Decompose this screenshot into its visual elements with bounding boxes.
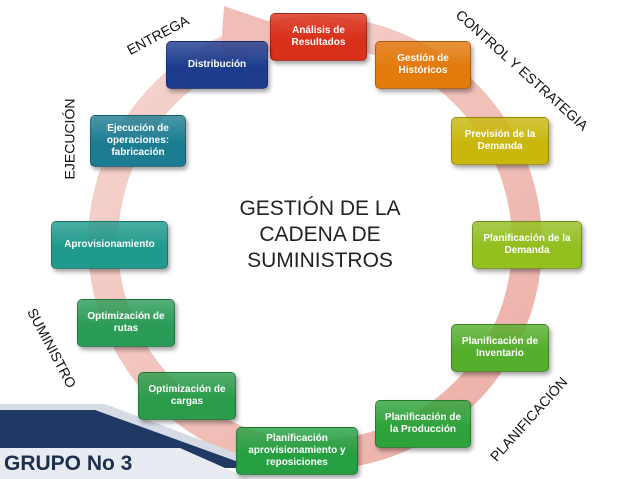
step-label: Planificación aprovisionamiento y reposi… bbox=[248, 433, 346, 468]
step-planificacion-aprovisionamiento[interactable]: Planificación aprovisionamiento y reposi… bbox=[236, 427, 358, 475]
step-label: Distribución bbox=[187, 59, 247, 70]
step-label: Ejecución de operaciones: fabricación bbox=[106, 123, 170, 158]
step-gestion-historicos[interactable]: Gestión de Históricos bbox=[375, 41, 471, 89]
step-planificacion-demanda[interactable]: Planificación de la Demanda bbox=[472, 221, 582, 269]
center-title: GESTIÓN DE LA CADENA DE SUMINISTROS bbox=[239, 197, 401, 272]
step-label: Análisis de Resultados bbox=[291, 25, 346, 48]
step-analisis-resultados[interactable]: Análisis de Resultados bbox=[270, 13, 367, 61]
step-label: Aprovisionamiento bbox=[64, 239, 155, 250]
step-distribucion[interactable]: Distribución bbox=[166, 41, 268, 89]
step-ejecucion-operaciones[interactable]: Ejecución de operaciones: fabricación bbox=[90, 115, 186, 167]
step-planificacion-produccion[interactable]: Planificación de la Producción bbox=[375, 400, 471, 448]
step-label: Previsión de la Demanda bbox=[464, 129, 536, 152]
step-optimizacion-cargas[interactable]: Optimización de cargas bbox=[138, 372, 236, 420]
phase-label-ejecucion: EJECUCIÓN bbox=[61, 98, 78, 180]
step-label: Planificación de la Producción bbox=[384, 412, 462, 435]
step-label: Optimización de cargas bbox=[148, 384, 226, 407]
footer-group-label: GRUPO No 3 bbox=[4, 452, 133, 475]
step-label: Planificación de Inventario bbox=[461, 336, 539, 359]
step-prevision-demanda[interactable]: Previsión de la Demanda bbox=[451, 117, 549, 165]
step-aprovisionamiento[interactable]: Aprovisionamiento bbox=[51, 221, 168, 269]
step-planificacion-inventario[interactable]: Planificación de Inventario bbox=[451, 324, 549, 372]
step-label: Gestión de Históricos bbox=[397, 53, 449, 76]
step-label: Planificación de la Demanda bbox=[483, 233, 571, 256]
step-label: Optimización de rutas bbox=[87, 311, 165, 334]
step-optimizacion-rutas[interactable]: Optimización de rutas bbox=[77, 299, 175, 347]
